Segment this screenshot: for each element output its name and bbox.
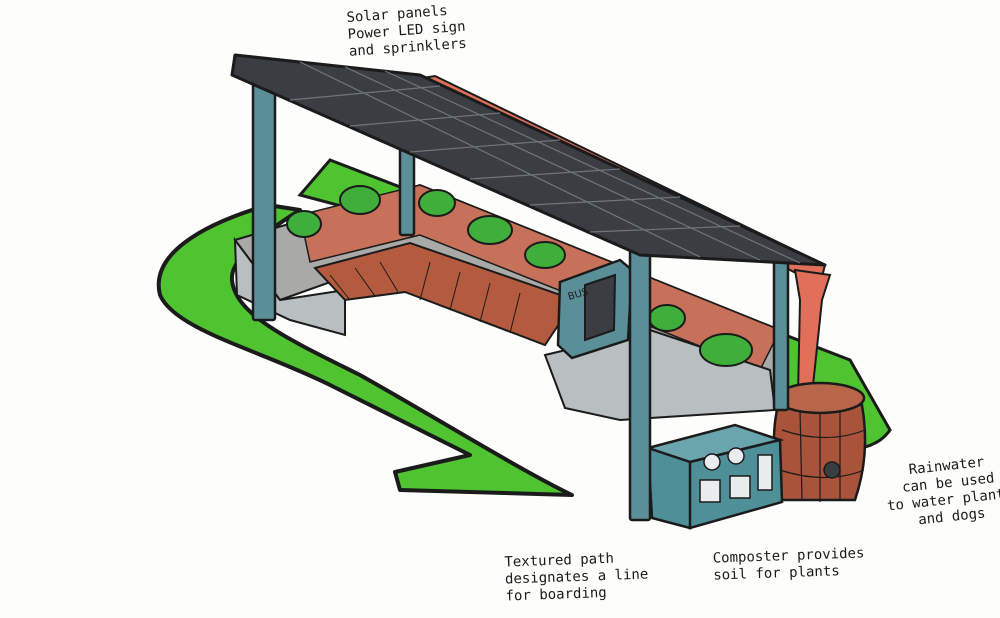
annotation-rainwater: Rainwater can be used to water plants an… (883, 452, 1000, 533)
bus-sign-screen (585, 275, 615, 340)
rain-barrel-tap (824, 462, 840, 478)
annotation-textured-path: Textured path designates a line for boar… (504, 550, 649, 606)
annotation-solar-panels: Solar panels Power LED sign and sprinkle… (346, 2, 467, 61)
annotation-composter: Composter provides soil for plants (712, 545, 865, 584)
